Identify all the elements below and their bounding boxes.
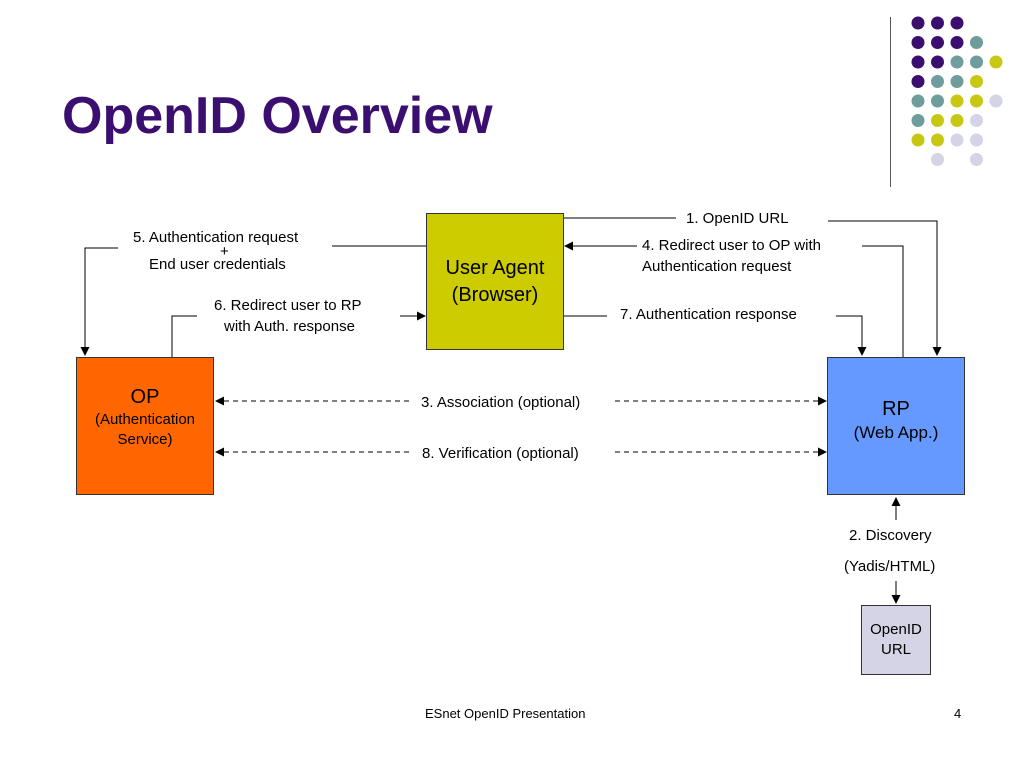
decorative-dot <box>970 114 983 127</box>
decorative-dot <box>989 94 1003 108</box>
decorative-dot <box>911 114 925 127</box>
decorative-dot <box>931 36 944 49</box>
op-sublabel-2: Service) <box>117 431 173 448</box>
decorative-dot <box>970 153 983 166</box>
decorative-dot <box>931 94 944 108</box>
decorative-divider <box>890 17 891 187</box>
decorative-dot <box>970 55 983 69</box>
decorative-dot <box>950 94 964 108</box>
decorative-dot <box>931 133 944 147</box>
edge-2-label-1: 2. Discovery <box>849 527 932 544</box>
decorative-dot <box>911 36 925 49</box>
decorative-dot <box>970 36 983 49</box>
op-label: OP <box>130 386 160 408</box>
user-agent-sublabel: (Browser) <box>451 283 539 306</box>
user-agent-node: User Agent (Browser) <box>426 213 564 350</box>
edge-2-label-2: (Yadis/HTML) <box>844 558 936 575</box>
user-agent-label: User Agent <box>445 256 545 279</box>
edge-1-label: 1. OpenID URL <box>686 210 789 227</box>
decorative-dot <box>931 153 944 166</box>
slide-title: OpenID Overview <box>62 87 493 145</box>
page-number: 4 <box>954 706 962 721</box>
edge-5-label-1: 5. Authentication request <box>133 229 299 246</box>
decorative-dot <box>911 133 925 147</box>
decorative-dot <box>931 16 944 30</box>
decorative-dot <box>911 55 925 69</box>
decorative-dot <box>950 55 964 69</box>
edge-6-redirect-to-rp <box>171 316 425 357</box>
decorative-dot <box>931 114 944 127</box>
openid-url-label-1: OpenID <box>870 621 922 638</box>
op-sublabel-1: (Authentication <box>94 411 196 428</box>
edge-5-label-2: End user credentials <box>149 256 286 273</box>
decorative-dot <box>931 55 944 69</box>
decorative-dot <box>950 16 964 30</box>
edge-7-auth-response <box>563 315 862 355</box>
edge-6-label-2: with Auth. response <box>224 318 355 335</box>
rp-label: RP <box>882 398 910 420</box>
edge-8-label: 8. Verification (optional) <box>422 445 579 462</box>
edge-4-redirect-to-op <box>565 246 904 357</box>
decorative-dot <box>950 114 964 127</box>
edge-4-label-1: 4. Redirect user to OP with <box>642 237 821 254</box>
openid-url-node: OpenID URL <box>861 605 931 675</box>
decorative-dot <box>950 75 964 88</box>
edge-6-label-1: 6. Redirect user to RP <box>214 297 362 314</box>
edge-3-label: 3. Association (optional) <box>421 394 581 411</box>
decorative-dot <box>911 94 925 108</box>
edge-7-label: 7. Authentication response <box>620 306 797 323</box>
decorative-dot <box>950 133 964 147</box>
decorative-dot-grid <box>911 16 1003 166</box>
edge-4-label-2: Authentication request <box>642 258 792 275</box>
op-node: OP (Authentication Service) <box>76 357 214 495</box>
rp-sublabel: (Web App.) <box>853 423 939 442</box>
decorative-dot <box>989 55 1003 69</box>
edge-1-openid-url <box>563 217 937 355</box>
decorative-dot <box>970 133 983 147</box>
decorative-dot <box>950 36 964 49</box>
footer-text: ESnet OpenID Presentation <box>425 706 586 721</box>
decorative-dot <box>970 94 983 108</box>
rp-node: RP (Web App.) <box>827 357 965 495</box>
edge-5-label-plus: + <box>220 243 229 260</box>
edge-5-auth-request <box>85 245 427 355</box>
decorative-dot <box>911 16 925 30</box>
decorative-dot <box>911 75 925 88</box>
decorative-dot <box>931 75 944 88</box>
decorative-dot <box>970 75 983 88</box>
openid-url-label-2: URL <box>880 641 911 658</box>
